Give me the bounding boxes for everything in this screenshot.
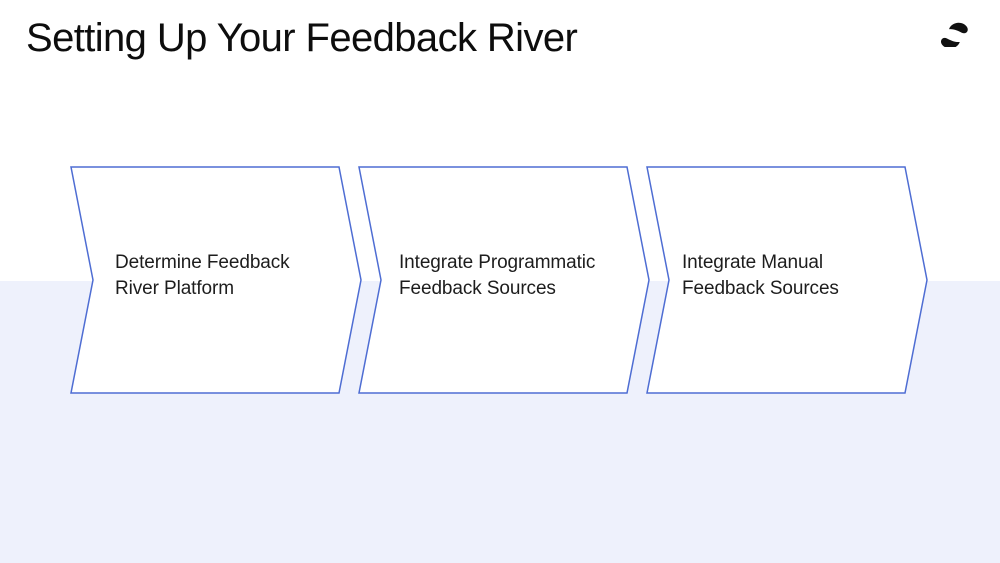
process-step-label-3: Integrate Manual Feedback Sources bbox=[682, 250, 839, 302]
process-step-shape-2 bbox=[358, 166, 650, 394]
step-1-line-1: Determine Feedback bbox=[115, 252, 290, 273]
logo-bottom-swoosh bbox=[941, 37, 960, 47]
step-3-line-1: Integrate Manual bbox=[682, 252, 823, 273]
process-step-shape-1 bbox=[70, 166, 362, 394]
page-title: Setting Up Your Feedback River bbox=[26, 16, 578, 60]
process-step-label-1: Determine Feedback River Platform bbox=[115, 250, 290, 302]
brand-logo-icon bbox=[941, 22, 968, 47]
step-3-line-2: Feedback Sources bbox=[682, 278, 839, 299]
step-2-line-2: Feedback Sources bbox=[399, 278, 556, 299]
step-1-line-2: River Platform bbox=[115, 278, 234, 299]
logo-top-swoosh bbox=[949, 22, 968, 34]
process-step-label-2: Integrate Programmatic Feedback Sources bbox=[399, 250, 595, 302]
process-step-shape-3 bbox=[646, 166, 928, 394]
step-2-line-1: Integrate Programmatic bbox=[399, 252, 596, 273]
